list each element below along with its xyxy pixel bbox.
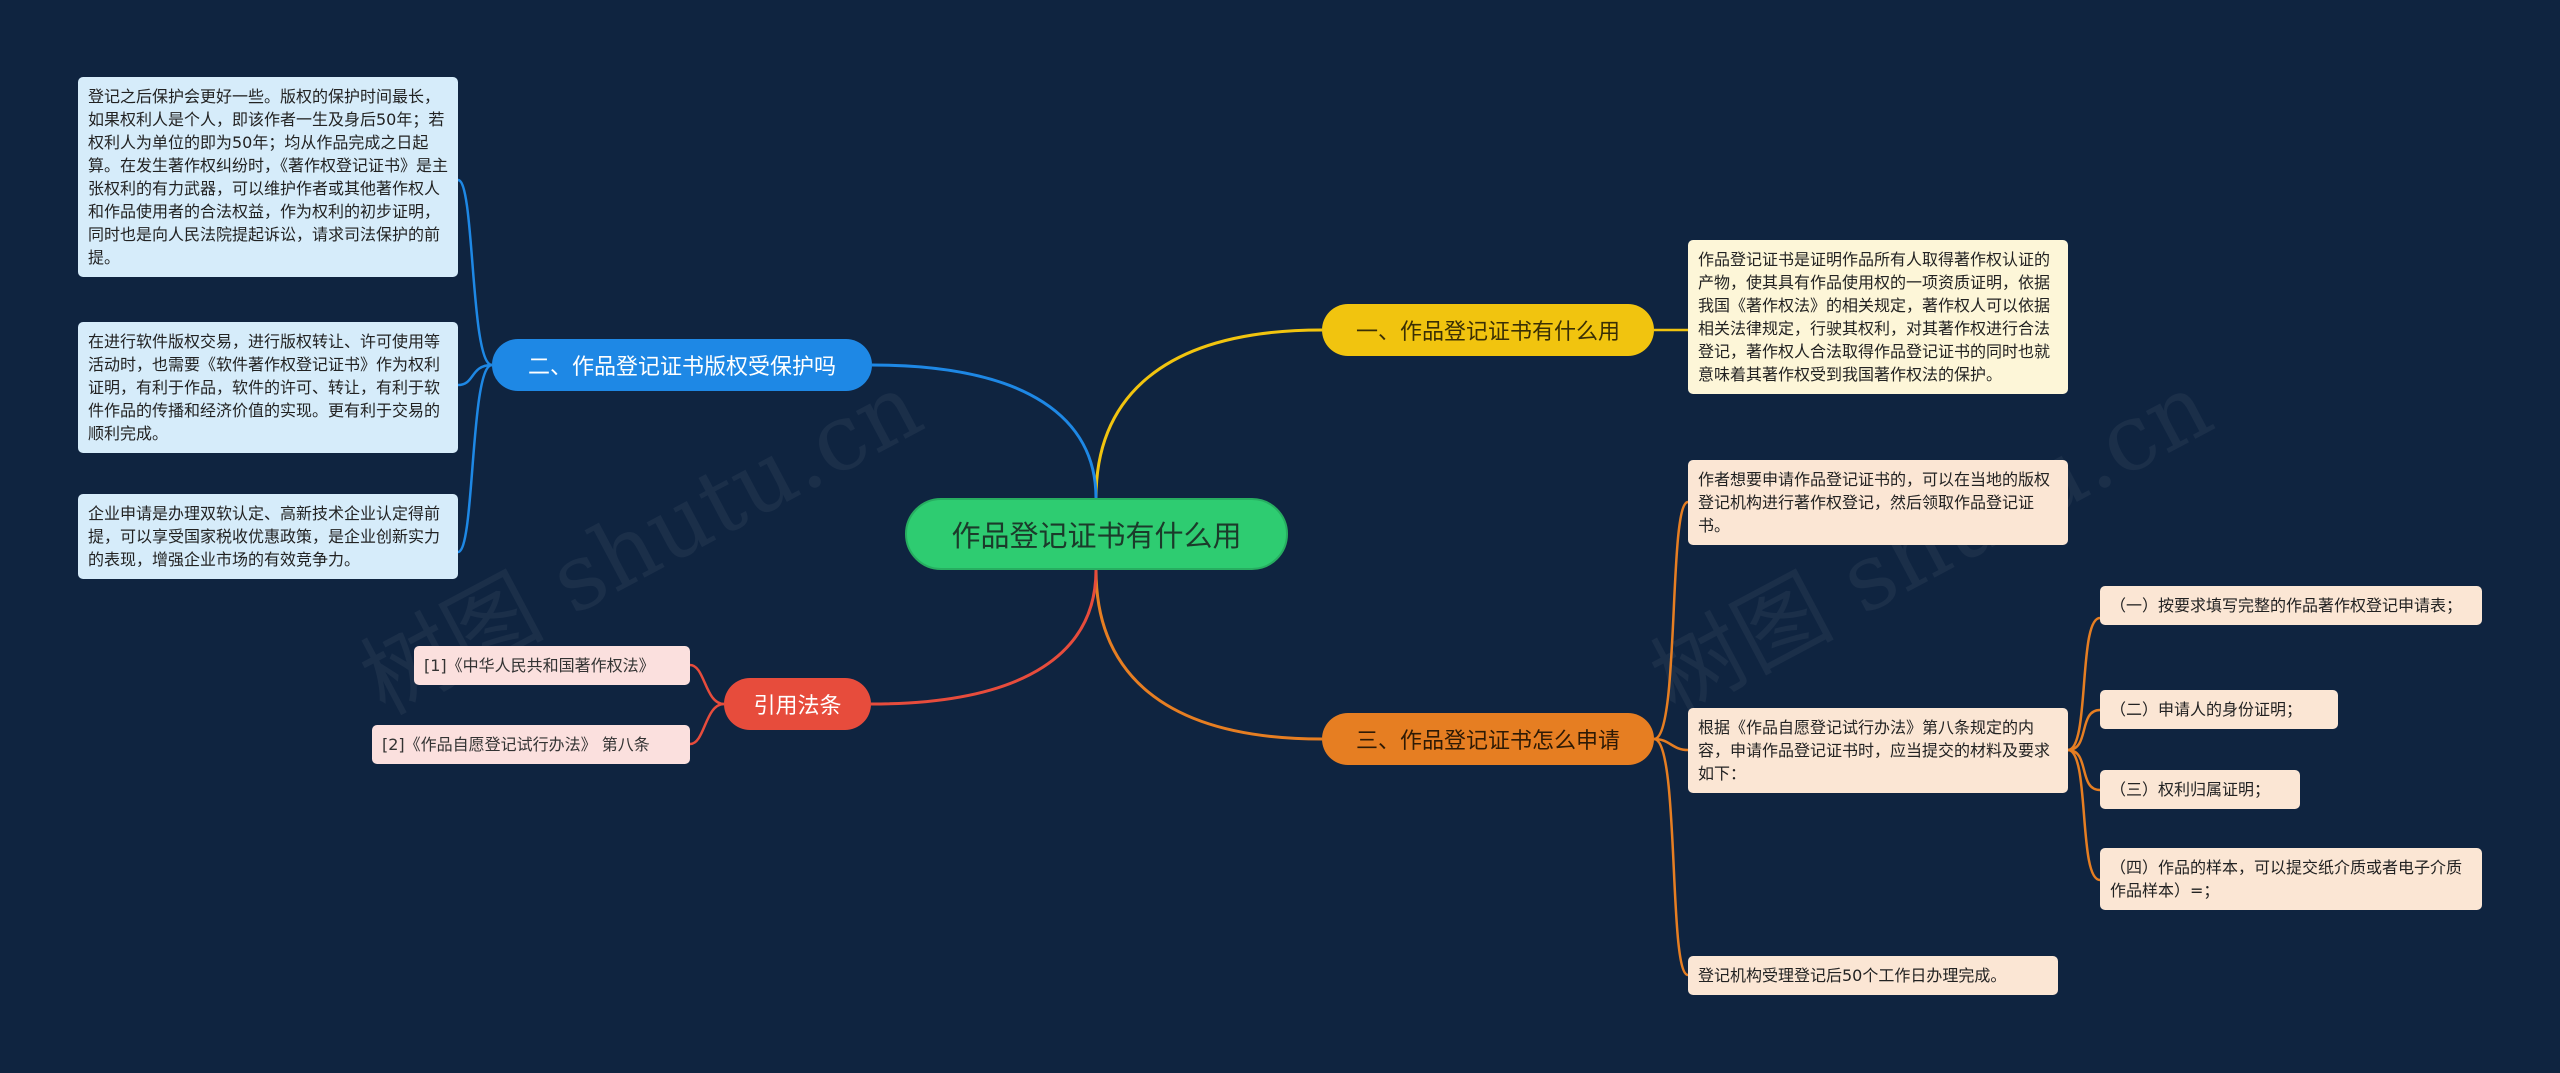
sub-item-2[interactable]: （二）申请人的身份证明； [2100,690,2338,729]
leaf-protection-2[interactable]: 在进行软件版权交易，进行版权转让、许可使用等活动时，也需要《软件著作权登记证书》… [78,322,458,453]
link-b4-leaf1 [689,663,725,706]
link-b2-leaf2 [457,363,493,387]
sub-item-4[interactable]: （四）作品的样本，可以提交纸介质或者电子介质作品样本）=； [2100,848,2482,910]
leaf-usage-description[interactable]: 作品登记证书是证明作品所有人取得著作权认证的产物，使其具有作品使用权的一项资质证… [1688,240,2068,394]
law-reference-2[interactable]: [2]《作品自愿登记试行办法》 第八条 [372,725,690,764]
branch-topic-laws[interactable]: 引用法条 [724,678,871,730]
link-b2-leaf3 [457,363,493,554]
leaf-apply-3[interactable]: 登记机构受理登记后50个工作日办理完成。 [1688,956,2058,995]
link-b3-leaf3 [1653,737,1689,977]
leaf-apply-2[interactable]: 根据《作品自愿登记试行办法》第八条规定的内容，申请作品登记证书时，应当提交的材料… [1688,708,2068,793]
sub-item-3[interactable]: （三）权利归属证明； [2100,770,2300,809]
law-reference-1[interactable]: [1]《中华人民共和国著作权法》 [414,646,690,685]
branch-topic-usage[interactable]: 一、作品登记证书有什么用 [1322,304,1654,356]
link-b4-leaf2 [689,702,725,746]
link-root-b4 [870,569,1098,706]
root-topic[interactable]: 作品登记证书有什么用 [905,498,1288,570]
link-root-b2 [871,363,1098,499]
link-sub4 [2067,748,2101,882]
link-b3-leaf1 [1653,500,1689,741]
leaf-protection-1[interactable]: 登记之后保护会更好一些。版权的保护时间最长，如果权利人是个人，即该作者一生及身后… [78,77,458,277]
link-root-b3 [1094,569,1323,741]
link-root-b1 [1094,328,1323,499]
branch-topic-protection[interactable]: 二、作品登记证书版权受保护吗 [492,339,872,391]
leaf-apply-1[interactable]: 作者想要申请作品登记证书的，可以在当地的版权登记机构进行著作权登记，然后领取作品… [1688,460,2068,545]
link-sub1 [2067,616,2101,752]
link-sub3 [2067,748,2101,792]
branch-topic-apply[interactable]: 三、作品登记证书怎么申请 [1322,713,1654,765]
link-sub2 [2067,708,2101,752]
sub-item-1[interactable]: （一）按要求填写完整的作品著作权登记申请表； [2100,586,2482,625]
link-b2-leaf1 [456,178,493,367]
leaf-protection-3[interactable]: 企业申请是办理双软认定、高新技术企业认定得前提，可以享受国家税收优惠政策，是企业… [78,494,458,579]
